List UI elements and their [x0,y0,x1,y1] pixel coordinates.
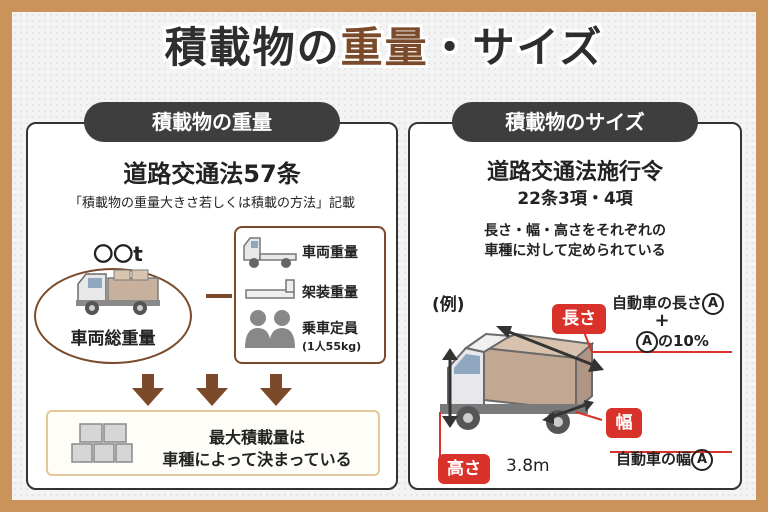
size-desc-1: 長さ・幅・高さをそれぞれの [484,223,666,239]
weight-pill: 積載物の重量 [84,102,340,142]
equals-dash [206,294,232,298]
law-clause: 22条3項・4項 [517,189,633,209]
height-value: 3.8m [506,456,550,476]
example-label: (例) [432,295,465,315]
loaded-truck-icon [76,269,160,315]
total-weight-label: 車両総重量 [70,329,156,349]
crew-note: (1人55kg) [302,340,362,353]
height-arrow-icon [442,348,458,428]
body-frame-icon [245,279,295,299]
length-text-1: 自動車の長さ [612,294,703,312]
total-weight-oval [34,268,192,364]
down-arrows-icon [132,374,292,406]
result-box [46,410,380,476]
dump-truck-illustration [440,332,594,434]
vehicle-weight: 車両重量 [302,245,358,261]
law-57: 道路交通法57条 [123,160,301,188]
result-line2: 車種によって決まっている [162,450,352,469]
width-label: 幅 [606,408,642,438]
title-main: 積載物の [164,23,341,72]
length-text-2: の10% [658,332,709,350]
oot-label: 〇〇t [93,242,143,266]
title-accent: 重量 [340,23,429,72]
width-text: 自動車の幅 [616,450,692,468]
law-quote: 「積載物の重量大きさ若しくは積載の方法」記載 [68,196,355,211]
circle-a-icon: A [702,292,725,315]
title-tail: サイズ [472,23,604,72]
length-arrow-icon [496,326,604,372]
title-sep: ・ [428,23,473,72]
law-order: 道路交通法施行令 [486,160,663,185]
result-line1: 最大積載量は [208,428,305,447]
page-title: 積載物の重量・サイズ [12,20,756,76]
width-arrow-icon [542,400,594,424]
cargo-boxes-icon [71,423,133,463]
size-desc-2: 車種に対して定められている [484,243,666,259]
body-weight: 架装重量 [302,285,358,301]
size-pill: 積載物のサイズ [452,102,698,142]
circle-a-icon: A [636,330,658,353]
crew-capacity: 乗車定員 [302,321,358,337]
canvas: 積載物の重量・サイズ 積載物の重量 道路交通法57条 「積載物の重量大きさ若しく… [12,12,756,500]
height-label: 高さ [438,454,490,484]
plus-sign: + [654,310,670,331]
circle-a-icon: A [691,448,714,471]
passengers-icon [245,310,295,348]
empty-truck-icon [243,237,297,268]
length-label: 長さ [552,304,606,334]
